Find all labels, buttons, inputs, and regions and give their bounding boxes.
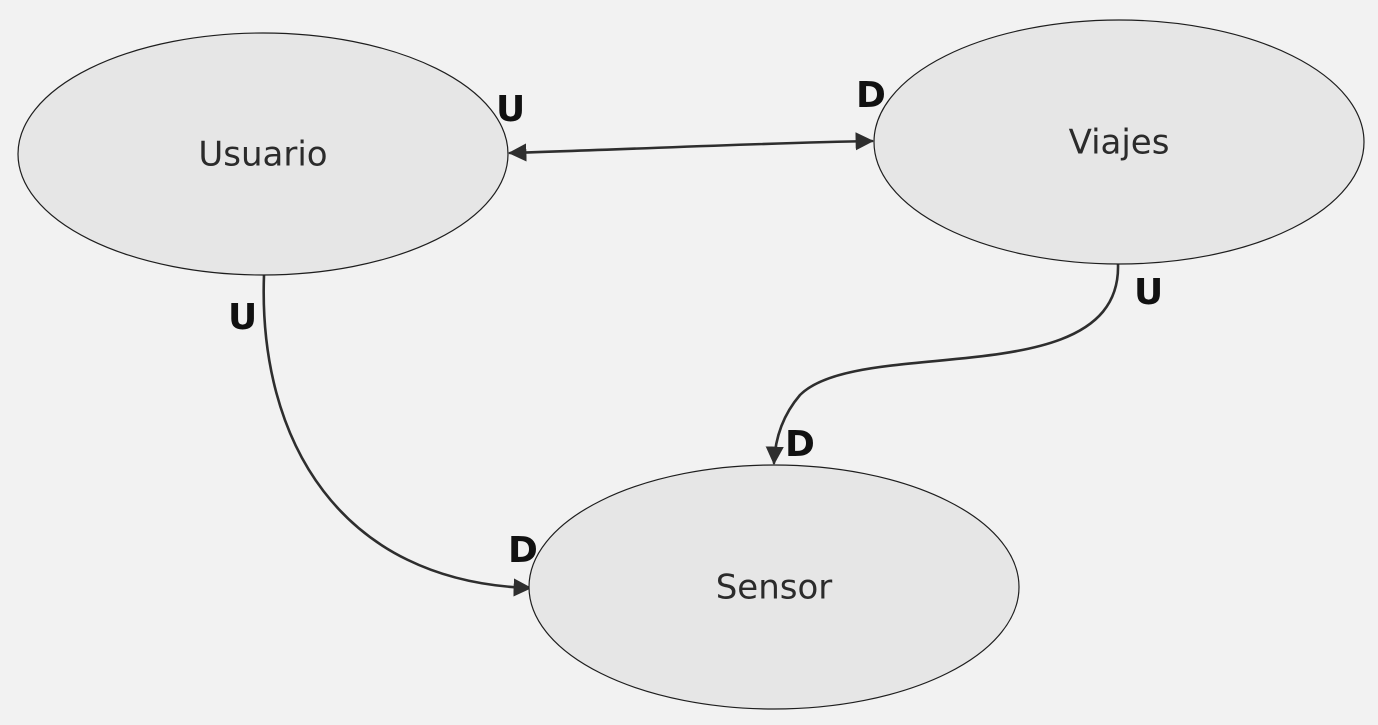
end-label-viajes-upstream-sensor: U bbox=[1134, 272, 1163, 313]
node-sensor-label: Sensor bbox=[716, 568, 833, 608]
edge-usuario-sensor[interactable] bbox=[262, 273, 532, 597]
end-label-usuario-upstream-sensor: U bbox=[228, 297, 257, 338]
node-sensor[interactable]: Sensor bbox=[528, 464, 1020, 710]
end-label-sensor-downstream-viajes: D bbox=[785, 424, 815, 465]
edge-viajes-sensor[interactable] bbox=[765, 262, 1120, 465]
end-label-usuario-upstream-viajes: U bbox=[496, 89, 525, 130]
node-viajes-shape bbox=[873, 19, 1365, 265]
node-viajes[interactable]: Viajes bbox=[873, 19, 1365, 265]
end-label-viajes-downstream-usuario: D bbox=[856, 75, 886, 116]
node-viajes-label: Viajes bbox=[1069, 123, 1170, 163]
node-usuario-label: Usuario bbox=[198, 135, 327, 175]
node-sensor-shape bbox=[528, 464, 1020, 710]
node-usuario[interactable]: Usuario bbox=[17, 32, 509, 276]
node-usuario-shape bbox=[17, 32, 509, 276]
edge-usuario-viajes[interactable] bbox=[508, 132, 874, 162]
end-label-sensor-downstream-usuario: D bbox=[508, 530, 538, 571]
